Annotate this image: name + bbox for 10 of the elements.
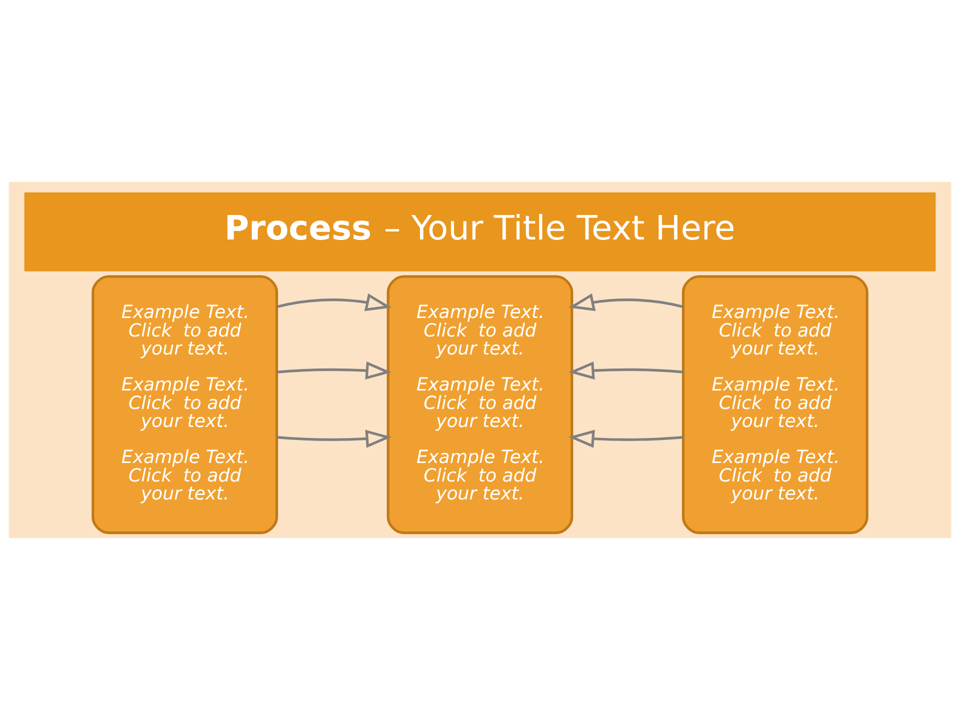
diagram-title: Process – Your Title Text Here [224,208,736,248]
arrow [568,293,684,312]
node-box: Example Text. Click to add your text. Example Text. Click to add your text. Example Text. Click to add your text. [682,275,868,534]
arrow [277,361,392,380]
node-box: Example Text. Click to add your text. Example Text. Click to add your text. Example Text. Click to add your text. [386,275,574,534]
node-box: Example Text. Click to add your text. Example Text. Click to add your text. Example Text. Click to add your text. [92,275,278,534]
arrow [277,430,392,448]
arrow [568,361,684,380]
arrow [276,293,392,312]
arrow [568,430,684,448]
